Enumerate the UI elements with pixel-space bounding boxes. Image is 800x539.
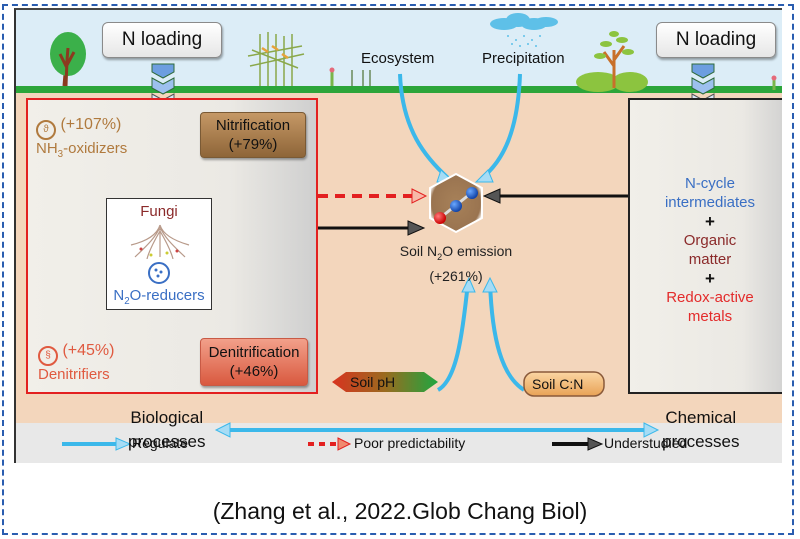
nh3-oxidizers-change: (+107%) bbox=[60, 116, 122, 133]
soil-cn-badge bbox=[523, 371, 605, 397]
precipitation-label: Precipitation bbox=[482, 50, 565, 67]
plus-sign: + bbox=[705, 269, 715, 288]
n2o-reducer-cell-icon bbox=[148, 262, 170, 284]
denitrifier-icon: § bbox=[38, 346, 58, 366]
soil-ph-label: Soil pH bbox=[350, 374, 396, 390]
nh3-oxidizers-label: ϑ (+107%) NH3-oxidizers bbox=[36, 116, 128, 160]
legend-poor-predictability: Poor predictability bbox=[354, 435, 466, 451]
n2o-reducers-label: N2O-reducers bbox=[113, 287, 205, 307]
citation: (Zhang et al., 2022.Glob Chang Biol) bbox=[212, 498, 588, 524]
plus-sign: + bbox=[705, 212, 715, 231]
nitrification-box: Nitrification (+79%) bbox=[200, 112, 306, 158]
fungi-label: Fungi bbox=[140, 203, 178, 220]
small-plants-icon bbox=[329, 67, 371, 86]
emission-change: (+261%) bbox=[429, 268, 483, 284]
chemical-processes-box bbox=[628, 98, 782, 394]
n-loading-right: N loading bbox=[656, 22, 776, 58]
tree-right-icon bbox=[576, 31, 648, 92]
tree-left-icon bbox=[50, 32, 86, 87]
denitrification-box: Denitrification (+46%) bbox=[200, 338, 308, 386]
corn-crop-icon bbox=[247, 32, 305, 86]
denitrifiers-label: § (+45%) Denitrifiers bbox=[38, 342, 115, 383]
ecosystem-arrow bbox=[398, 73, 450, 180]
denitrifiers-change: (+45%) bbox=[62, 342, 115, 359]
flower-icon bbox=[771, 75, 777, 90]
soil-ph-badge bbox=[332, 372, 438, 392]
soil-cn-label: Soil C:N bbox=[532, 376, 584, 392]
diagram-panel: N loading N loading Ecosystem Precipitat… bbox=[14, 8, 782, 463]
fungi-box: Fungi N2O-reducers bbox=[106, 198, 212, 310]
legend-understudied: Understudied bbox=[604, 435, 688, 451]
soil-cn-arrow bbox=[488, 281, 526, 392]
dashed-frame bbox=[2, 4, 794, 535]
rain-cloud-icon bbox=[490, 13, 558, 47]
legend-regulate: Regulate bbox=[132, 435, 189, 451]
n-loading-left: N loading bbox=[102, 22, 222, 58]
precipitation-arrow bbox=[480, 73, 522, 180]
fungi-hyphae-icon bbox=[130, 224, 190, 259]
ecosystem-label: Ecosystem bbox=[361, 50, 435, 67]
soil-n2o-emission-label: Soil N2O emission (+261%) bbox=[399, 243, 513, 284]
nh3-oxidizer-icon: ϑ bbox=[36, 120, 56, 140]
soil-ph-arrow bbox=[436, 281, 470, 392]
n2o-molecule-icon bbox=[429, 172, 483, 234]
ground-strip bbox=[16, 86, 782, 93]
